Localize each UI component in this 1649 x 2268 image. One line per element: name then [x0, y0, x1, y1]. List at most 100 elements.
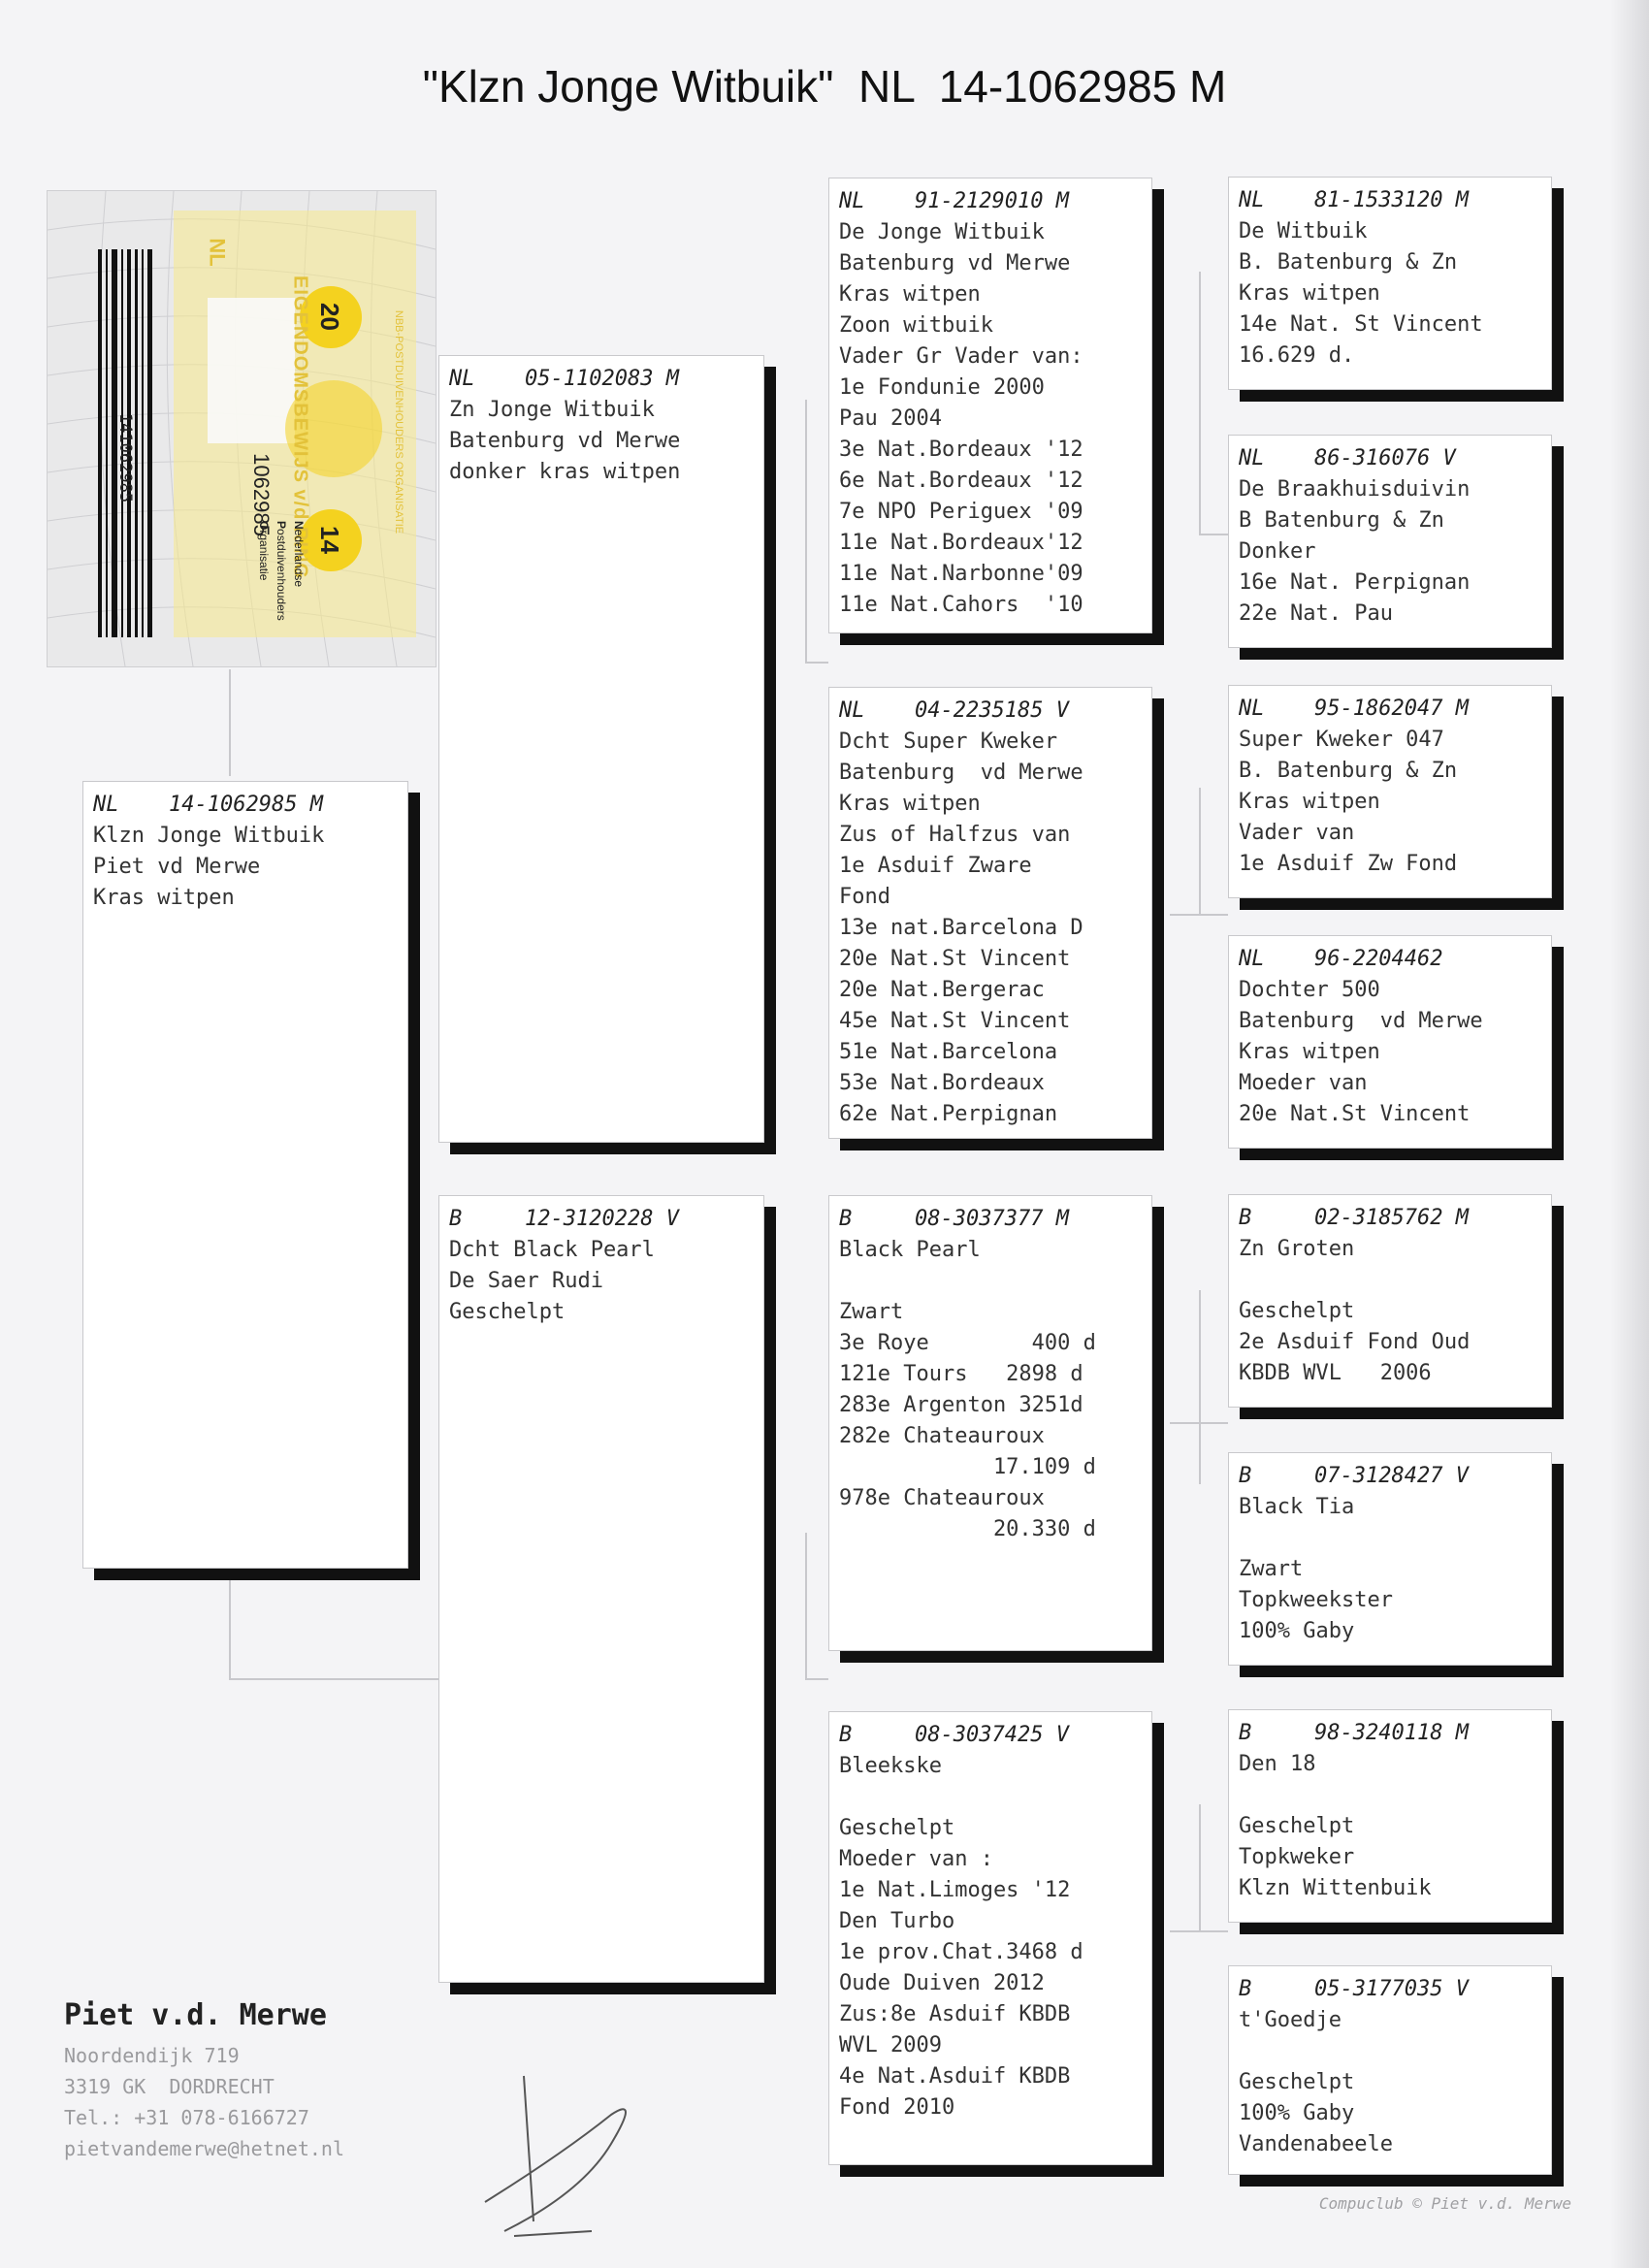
connector [1199, 788, 1201, 914]
ring-country: NL [205, 238, 230, 267]
ring-number: 14-1062985 M [169, 793, 323, 817]
card-line: 1e Fondunie 2000 [839, 375, 1045, 400]
card-line: Batenburg vd Merwe [839, 251, 1071, 275]
ring-card-word-n: ederlandse [292, 529, 306, 588]
card-line: 2e Asduif Fond Oud [1239, 1330, 1471, 1354]
country-code: NL [1239, 188, 1265, 212]
owner-name: Piet v.d. Merwe [64, 1998, 327, 2032]
connector [1199, 534, 1228, 535]
ring-card-letter-o: O [257, 521, 271, 531]
card-line: 20e Nat.St Vincent [839, 947, 1071, 971]
card-line: Den 18 [1239, 1752, 1316, 1776]
ring-number: 08-3037425 V [915, 1723, 1069, 1747]
card-line: donker kras witpen [449, 460, 681, 484]
ring-card-letter-n: N [292, 521, 306, 530]
ring-card-org-legend: Nederlandse Postduivenhouders Organisati… [255, 521, 307, 666]
card-line: 1e Nat.Limoges '12 [839, 1878, 1071, 1902]
card-header: NL 05-1102083 M [449, 364, 754, 395]
connector [805, 400, 807, 662]
card-line [1239, 1265, 1541, 1296]
card-line: Moeder van [1239, 1071, 1368, 1095]
card-line: Vader Gr Vader van: [839, 344, 1083, 369]
card-line: 100% Gaby [1239, 1619, 1355, 1643]
card-line [839, 1782, 1142, 1813]
card-line: Batenburg vd Merwe [449, 429, 681, 453]
card-line: Geschelpt [449, 1300, 566, 1324]
page-edge [1610, 0, 1649, 2268]
card-line: Fond [839, 885, 890, 909]
ring-year-left: 20 [314, 303, 344, 331]
card-line: Pau 2004 [839, 406, 942, 431]
card-line: 45e Nat.St Vincent [839, 1009, 1071, 1033]
card-line: 7e NPO Periguex '09 [839, 500, 1083, 524]
ring-card-word-o: rganisatie [257, 530, 271, 581]
card-line: Kras witpen [839, 282, 981, 307]
card-line: Batenburg vd Merwe [839, 761, 1083, 785]
card-line: 16e Nat. Perpignan [1239, 570, 1471, 595]
card-line: 11e Nat.Cahors '10 [839, 593, 1083, 617]
card-line: B. Batenburg & Zn [1239, 759, 1458, 783]
country-code: B [839, 1723, 853, 1747]
card-line: 4e Nat.Asduif KBDB [839, 2064, 1071, 2089]
card-line: 282e Chateauroux [839, 1424, 1045, 1448]
card-line: 1e Asduif Zw Fond [1239, 852, 1458, 876]
ring-card-graphic [48, 191, 436, 666]
ring-number: 95-1862047 M [1314, 697, 1469, 721]
connector [1199, 1290, 1201, 1484]
country-code: NL [449, 367, 475, 391]
connector [1199, 272, 1201, 534]
card-line: 1e prov.Chat.3468 d [839, 1940, 1083, 1964]
card-line: 11e Nat.Bordeaux'12 [839, 531, 1083, 555]
card-line: 20e Nat.St Vincent [1239, 1102, 1471, 1126]
ring-number: 02-3185762 M [1314, 1206, 1469, 1230]
ring-number: 04-2235185 V [915, 698, 1069, 723]
card-line: 3e Nat.Bordeaux '12 [839, 437, 1083, 462]
card-line: Zwart [839, 1300, 904, 1324]
owner-email: pietvandemerwe@hetnet.nl [64, 2137, 344, 2160]
card-line: 20.330 d [839, 1517, 1096, 1541]
connector [805, 1678, 828, 1680]
country-code: NL [93, 793, 119, 817]
credit-line: Compuclub © Piet v.d. Merwe [1318, 2194, 1571, 2213]
card-line: Donker [1239, 539, 1316, 564]
ring-ownership-card: 141062985 NL 1062985 20 14 EIGENDOMSBEWI… [47, 190, 436, 667]
owner-phone: Tel.: +31 078-6166727 [64, 2106, 309, 2129]
owner-address: Noordendijk 719 [64, 2044, 240, 2067]
connector [1170, 1930, 1228, 1932]
country-code: NL [1239, 947, 1265, 971]
card-line: Moeder van : [839, 1847, 993, 1871]
connector [229, 1571, 231, 1678]
country-code: B [1239, 1464, 1252, 1488]
card-line: Den Turbo [839, 1909, 955, 1933]
card-header: NL 95-1862047 M [1239, 694, 1541, 725]
card-line: B Batenburg & Zn [1239, 508, 1444, 533]
ring-number: 05-1102083 M [525, 367, 679, 391]
card-header: NL 14-1062985 M [93, 790, 398, 821]
card-line: Kras witpen [1239, 1040, 1380, 1064]
signature-graphic [484, 2075, 627, 2237]
card-line: B. Batenburg & Zn [1239, 250, 1458, 275]
card-line [1239, 1523, 1541, 1554]
ring-number: 12-3120228 V [525, 1207, 679, 1231]
card-line: 11e Nat.Narbonne'09 [839, 562, 1083, 586]
country-code: NL [839, 189, 865, 213]
country-code: B [1239, 1721, 1252, 1745]
owner-city: 3319 GK DORDRECHT [64, 2075, 275, 2098]
card-line: 978e Chateauroux [839, 1486, 1045, 1510]
card-line: Zn Groten [1239, 1237, 1355, 1261]
card-line: Kras witpen [93, 886, 235, 910]
card-line: Geschelpt [839, 1816, 955, 1840]
card-line: Dochter 500 [1239, 978, 1380, 1002]
card-line: Topkweekster [1239, 1588, 1393, 1612]
country-code: NL [1239, 697, 1265, 721]
